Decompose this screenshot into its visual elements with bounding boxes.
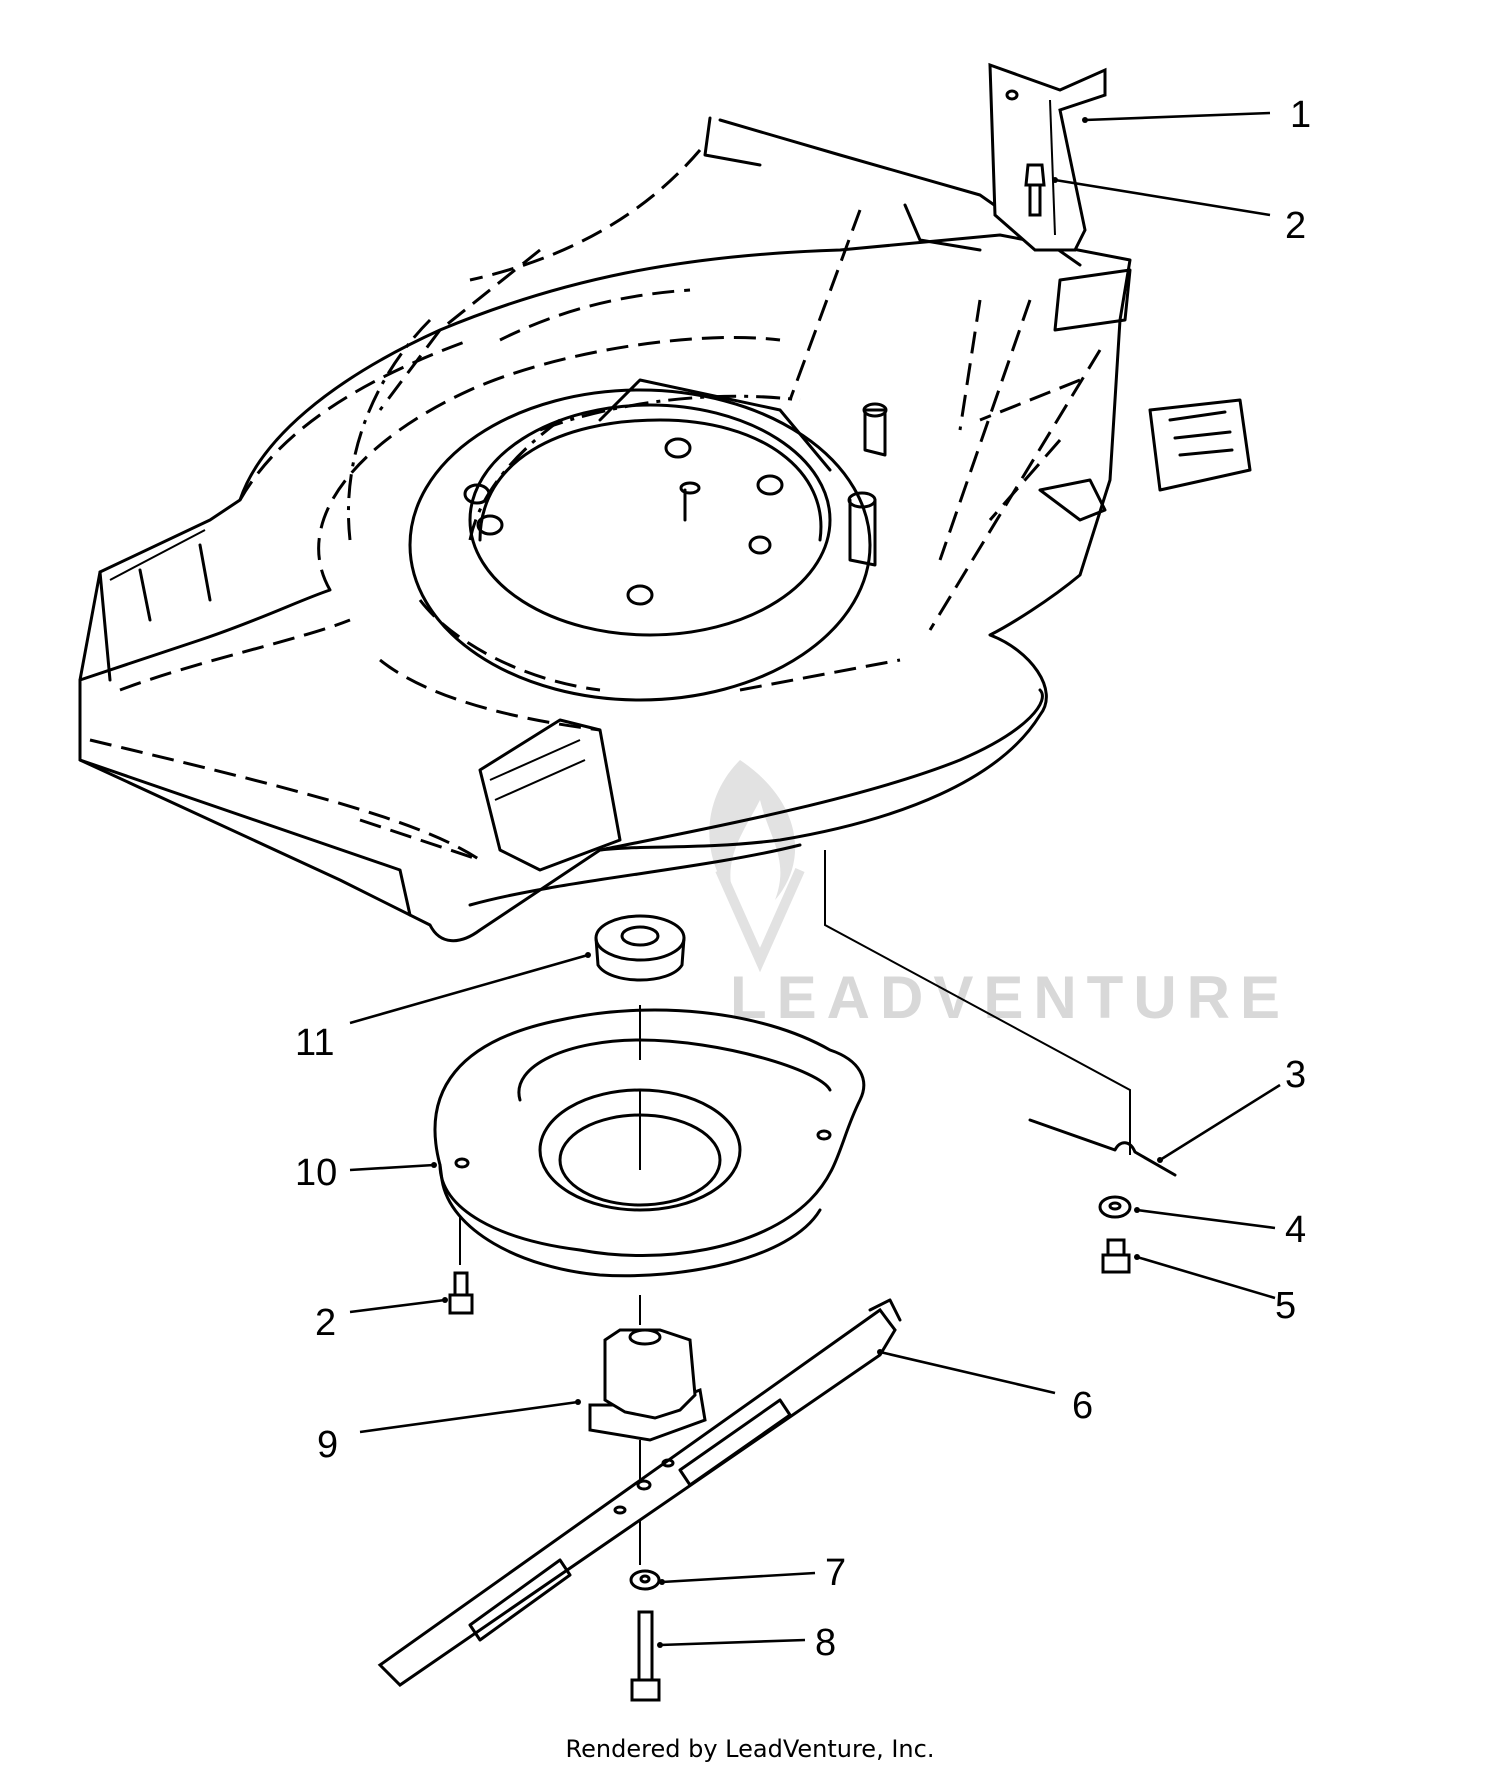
callout-2-bottom: 2 bbox=[315, 1302, 336, 1344]
callout-5: 5 bbox=[1275, 1285, 1296, 1327]
mower-deck-housing bbox=[78, 116, 1252, 943]
leader-lines bbox=[349, 111, 1281, 1648]
spacer-part-11 bbox=[594, 914, 686, 982]
rod-part-3 bbox=[1028, 1118, 1177, 1177]
baffle-plate-part-10 bbox=[433, 1008, 866, 1278]
callout-6: 6 bbox=[1072, 1385, 1093, 1427]
bolt-part-2-bottom bbox=[448, 1271, 474, 1315]
callout-9: 9 bbox=[317, 1424, 338, 1466]
callout-labels: 1 2 3 4 5 6 7 8 9 10 11 2 bbox=[295, 94, 1311, 1664]
callout-7: 7 bbox=[825, 1552, 846, 1594]
callout-3: 3 bbox=[1285, 1054, 1306, 1096]
callout-8: 8 bbox=[815, 1622, 836, 1664]
blade-bolt-part-8 bbox=[630, 1610, 661, 1702]
render-credit: Rendered by LeadVenture, Inc. bbox=[566, 1735, 935, 1763]
mount-bolt-holes bbox=[463, 437, 784, 606]
bolt-part-5 bbox=[1101, 1238, 1131, 1274]
callout-10: 10 bbox=[295, 1152, 337, 1194]
washer-part-4 bbox=[1098, 1195, 1132, 1219]
bolt-part-2-top bbox=[1024, 163, 1046, 217]
blade-part-6 bbox=[377, 1298, 902, 1687]
blade-adapter-part-9 bbox=[588, 1328, 707, 1442]
callout-1: 1 bbox=[1290, 94, 1311, 136]
handle-bracket-part-1 bbox=[988, 62, 1107, 252]
assembly-center-lines bbox=[459, 850, 1131, 1565]
callout-4: 4 bbox=[1285, 1209, 1306, 1251]
callout-11: 11 bbox=[295, 1022, 334, 1064]
washer-part-7 bbox=[629, 1569, 661, 1591]
svg-text:LEADVENTURE: LEADVENTURE bbox=[730, 964, 1290, 1031]
callout-2-top: 2 bbox=[1285, 205, 1306, 247]
leadventure-watermark: LEADVENTURE bbox=[709, 760, 1290, 1031]
